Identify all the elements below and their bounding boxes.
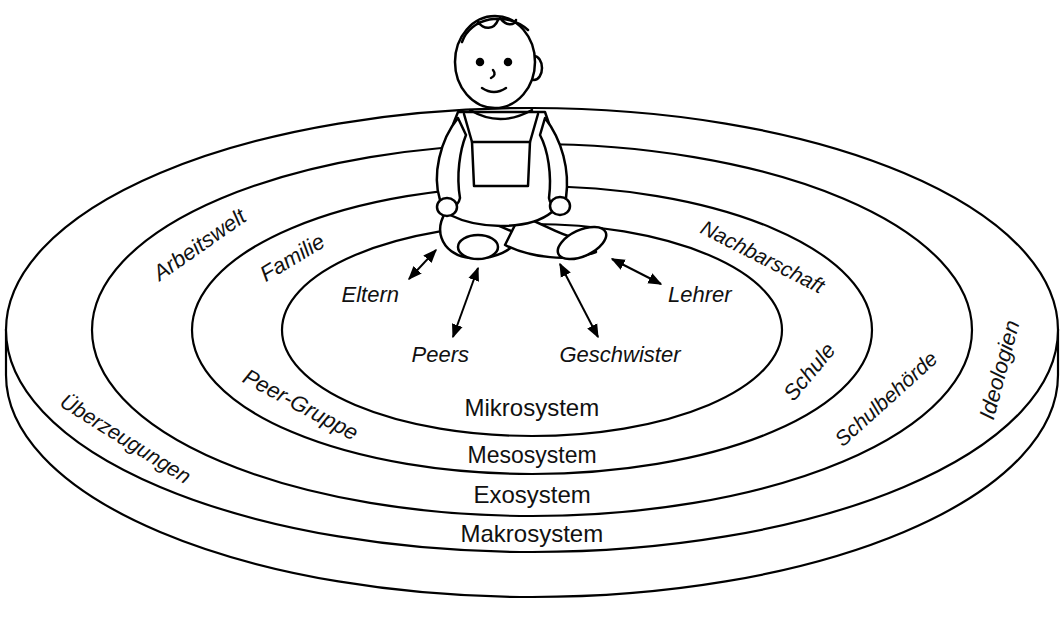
child-shoe [553, 220, 611, 266]
relation-arrows [409, 250, 661, 337]
child-ear [526, 56, 542, 80]
child-head [455, 16, 535, 108]
relation-arrow [453, 268, 478, 337]
child-arm [540, 118, 567, 205]
relation-label: Eltern [342, 284, 399, 306]
child-hand [437, 198, 457, 216]
ring-ellipse [6, 108, 1058, 552]
child-nose [491, 70, 495, 78]
relation-arrow [560, 264, 598, 337]
ring-label: Schule [779, 339, 839, 405]
system-ring: Eltern LehrerPeers GeschwisterMikrosystem F… [92, 144, 972, 516]
system-ring: Eltern LehrerPeers GeschwisterMikrosystem F… [192, 186, 872, 474]
relation-arrow [612, 259, 661, 284]
ring-outline [192, 186, 872, 474]
ring-ellipse [192, 186, 872, 474]
child-collar [470, 110, 532, 119]
ring-label: Peer-Gruppe [239, 366, 361, 445]
relation-label: Lehrer [668, 284, 732, 306]
system-ring: Eltern LehrerPeers GeschwisterMikrosystem F… [6, 108, 1058, 597]
system-name: Mesosystem [468, 444, 597, 467]
child-hair [462, 18, 528, 42]
child-strap [464, 114, 538, 142]
child-eye [505, 59, 511, 65]
ring-label: Schulbehörde [831, 347, 941, 449]
ring-ellipse [282, 224, 782, 436]
relation-arrow [409, 250, 436, 279]
ring-label: Familie [256, 230, 328, 285]
ring-label: Arbeitswelt [149, 205, 250, 285]
child-eye [477, 59, 483, 65]
system-ring: Eltern LehrerPeers GeschwisterMikrosystem [282, 224, 782, 436]
ring-ellipse [92, 144, 972, 516]
child-shoe [458, 235, 498, 259]
system-name: Makrosystem [461, 522, 604, 546]
child-arm [437, 118, 466, 207]
child-leg [440, 205, 520, 258]
relation-label: Geschwister [560, 344, 681, 366]
relation-label: Peers [412, 344, 469, 366]
child-hand [550, 197, 570, 215]
child-body [446, 112, 557, 226]
child-bib [472, 142, 530, 186]
system-name: Exosystem [474, 483, 591, 507]
child-figure [437, 16, 611, 266]
system-name: Mikrosystem [465, 396, 600, 420]
child-leg [505, 215, 596, 258]
child-mouth [482, 88, 506, 92]
